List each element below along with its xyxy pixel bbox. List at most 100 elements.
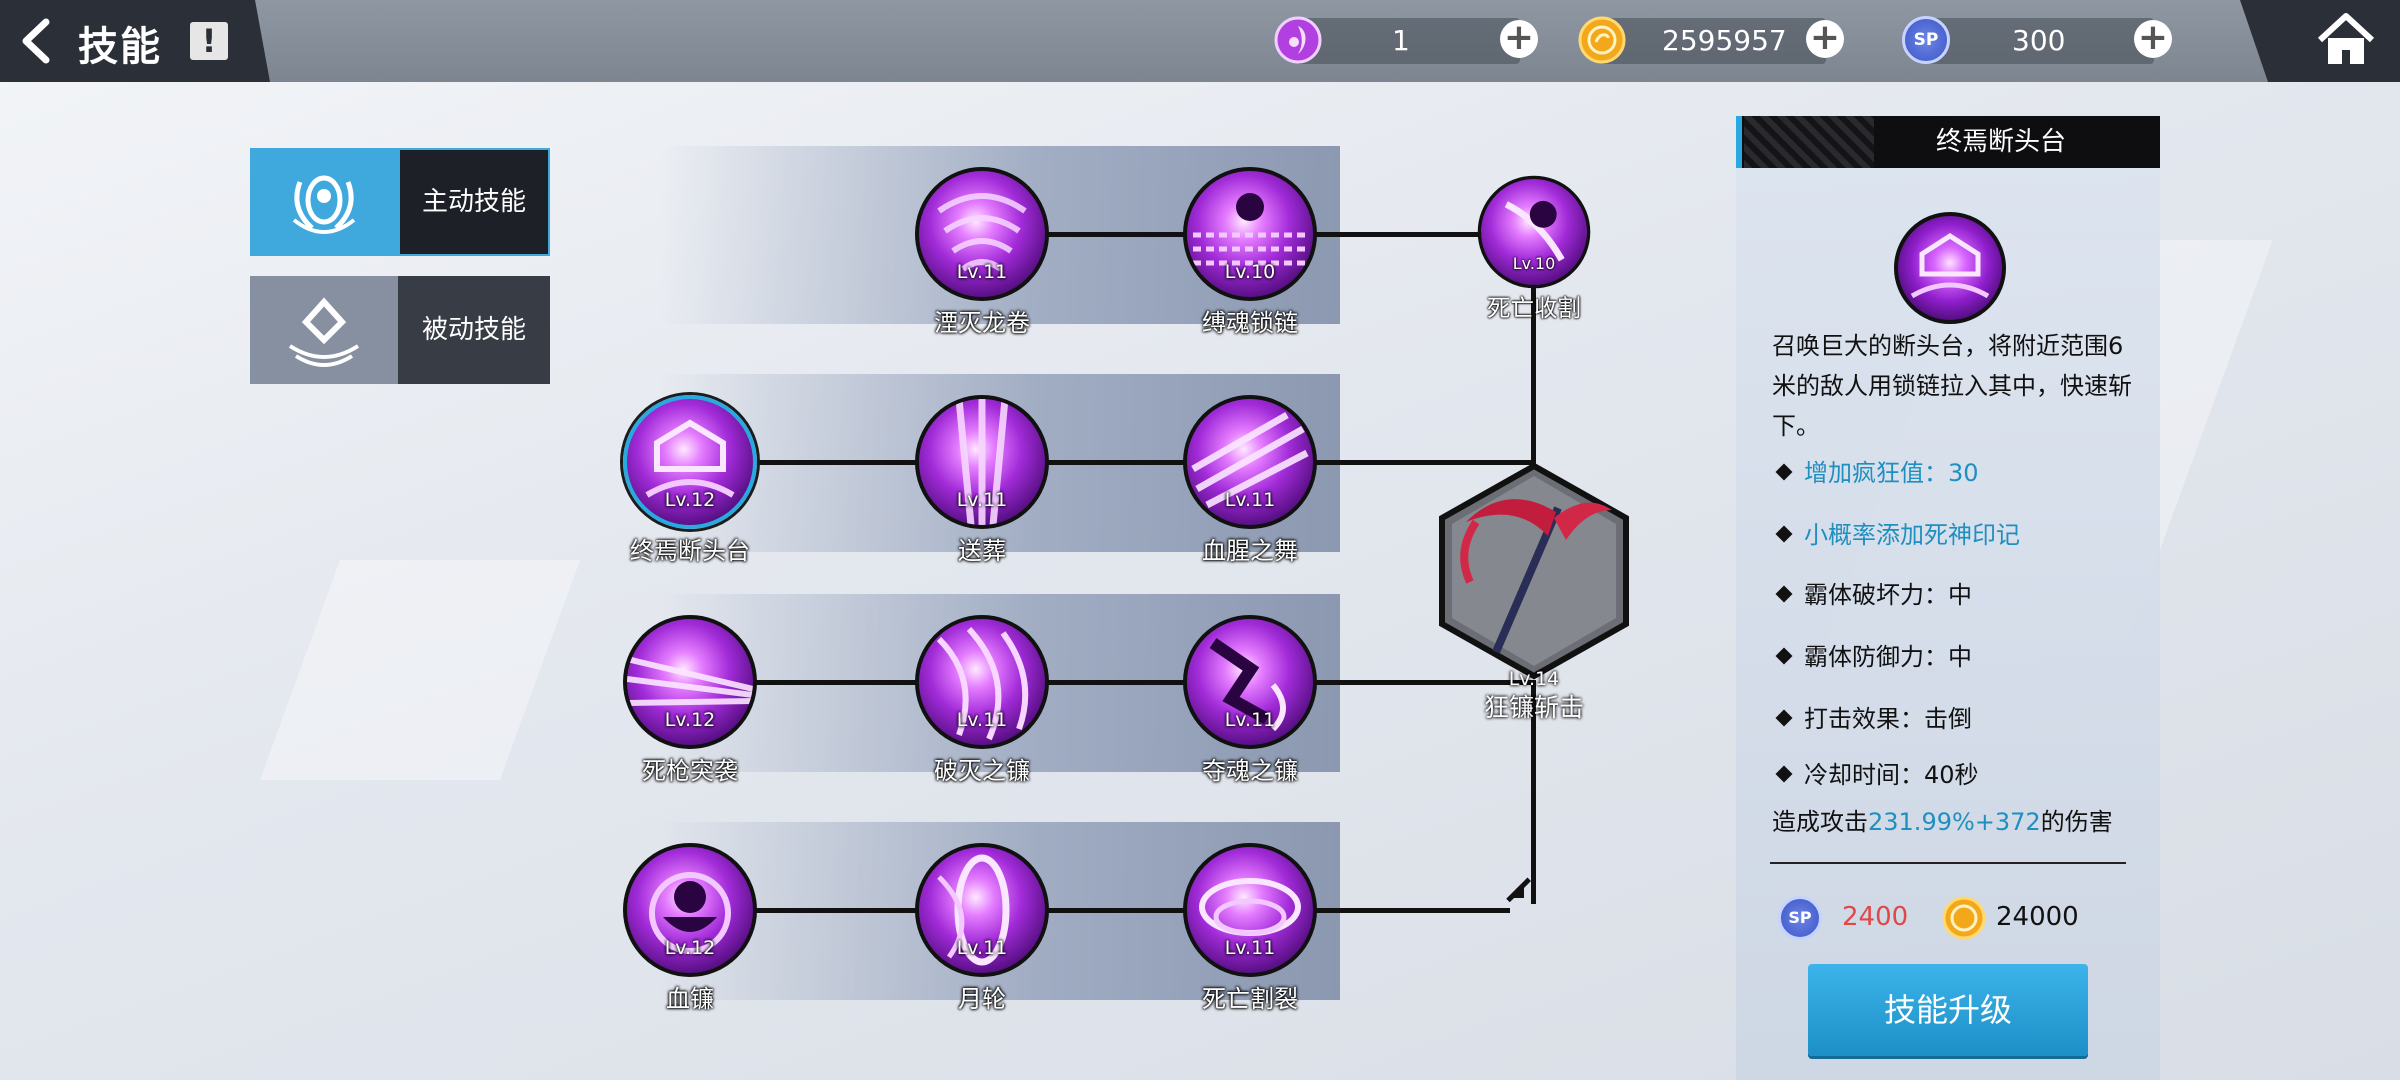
chain-skill-icon <box>1183 167 1317 301</box>
panel-accent <box>1736 116 1742 168</box>
skill-name: 血镰 <box>666 985 714 1013</box>
attribute-item: 霸体破坏力：中 <box>1772 564 2142 626</box>
skill-level: Lv.11 <box>1224 937 1276 959</box>
home-plate <box>2240 0 2400 82</box>
diamond-bullet-icon <box>1775 765 1793 783</box>
skill-node[interactable]: Lv.11 湮灭龙卷 <box>915 167 1049 337</box>
panel-header: 终焉断头台 <box>1736 116 2160 168</box>
skill-level: Lv.10 <box>1512 254 1556 274</box>
skill-level: Lv.10 <box>1224 261 1276 283</box>
diamond-bullet-icon <box>1775 647 1793 665</box>
damage-suffix: 的伤害 <box>2040 808 2113 836</box>
reaper-skill-icon <box>1477 175 1591 289</box>
sp-count: 300 <box>2012 24 2066 57</box>
skill-node[interactable]: Lv.11 死亡割裂 <box>1183 843 1317 1013</box>
attribute-text: 打击效果：击倒 <box>1804 705 1972 733</box>
blood-scythe-skill-icon <box>623 843 757 977</box>
home-icon[interactable] <box>2316 10 2376 70</box>
crystal-count: 1 <box>1392 24 1410 57</box>
tab-active-icon-bg <box>250 148 398 256</box>
connector-line <box>690 680 1536 685</box>
skill-node[interactable]: Lv.11 血腥之舞 <box>1183 395 1317 565</box>
death-rift-skill-icon <box>1183 843 1317 977</box>
upgrade-skill-button[interactable]: 技能升级 <box>1808 964 2088 1056</box>
crystal-icon <box>1274 16 1322 64</box>
info-icon[interactable]: ! <box>190 22 228 60</box>
blood-dance-skill-icon <box>1183 395 1317 529</box>
skill-name: 血腥之舞 <box>1202 537 1298 565</box>
diamond-bullet-icon <box>1775 525 1793 543</box>
diamond-bullet-icon <box>1775 585 1793 603</box>
skill-description: 召唤巨大的断头台，将附近范围6米的敌人用锁链拉入其中，快速斩下。 <box>1772 332 2132 440</box>
attribute-text: 增加疯狂值：30 <box>1804 459 1979 487</box>
tab-active-skills[interactable]: 主动技能 <box>250 148 550 256</box>
skill-level: Lv.12 <box>664 937 716 959</box>
skill-node-selected[interactable]: Lv.12 终焉断头台 <box>623 395 757 565</box>
skill-node[interactable]: Lv.10 缚魂锁链 <box>1183 167 1317 337</box>
tab-passive-label: 被动技能 <box>398 276 550 384</box>
tab-passive-icon-bg <box>250 276 398 384</box>
skill-name: 终焉断头台 <box>630 537 750 565</box>
skill-node[interactable]: Lv.10 死亡收割 <box>1477 175 1591 322</box>
attribute-list-scroll[interactable]: 霸体破坏力：中 霸体防御力：中 打击效果：击倒 冷却时间：40秒 <box>1772 564 2142 800</box>
skill-name: 死枪突袭 <box>642 757 738 785</box>
skill-name: 狂镰斩击 <box>1483 693 1584 722</box>
connector-line <box>690 460 1536 465</box>
gold-cost: 24000 <box>1996 902 2079 932</box>
attribute-item: 霸体防御力：中 <box>1772 626 2142 688</box>
back-arrow-icon[interactable] <box>16 18 60 64</box>
attribute-item: 小概率添加死神印记 <box>1772 504 2142 564</box>
attribute-text: 冷却时间：40秒 <box>1804 761 1979 788</box>
ultimate-skill-node[interactable]: Lv.14 狂镰斩击 <box>1436 462 1632 722</box>
panel-pattern <box>1744 116 1874 168</box>
scythe-icon <box>1439 462 1629 680</box>
skill-name: 缚魂锁链 <box>1202 309 1298 337</box>
diamond-bullet-icon <box>1775 463 1793 481</box>
attribute-text: 小概率添加死神印记 <box>1804 521 2020 549</box>
skill-node[interactable]: Lv.11 破灭之镰 <box>915 615 1049 785</box>
skill-level: Lv.11 <box>956 489 1008 511</box>
skill-name: 送葬 <box>958 537 1006 565</box>
attribute-list-highlight: 增加疯狂值：30 小概率添加死神印记 <box>1772 442 2142 564</box>
skill-detail-panel: 终焉断头台 召唤巨大的断头台，将附近范围6米的敌人用锁链拉入其中，快速斩下。 增… <box>1736 116 2160 1080</box>
sp-add-button[interactable]: + <box>2134 20 2172 58</box>
gold-resource: 2595957 + <box>1578 16 1844 64</box>
gold-count: 2595957 <box>1662 24 1787 57</box>
skill-node[interactable]: Lv.11 送葬 <box>915 395 1049 565</box>
top-bar: 技能 ! 1 + 2595957 + SP 300 + <box>0 0 2400 82</box>
attribute-text: 霸体破坏力：中 <box>1804 581 1972 609</box>
tab-passive-skills[interactable]: 被动技能 <box>250 276 550 384</box>
connector-line <box>690 908 1510 913</box>
crystal-resource: 1 + <box>1274 16 1538 64</box>
skill-level: Lv.11 <box>956 709 1008 731</box>
skill-node[interactable]: Lv.11 月轮 <box>915 843 1049 1013</box>
attribute-item: 增加疯狂值：30 <box>1772 442 2142 504</box>
sp-resource: SP 300 + <box>1902 16 2172 64</box>
gold-coin-icon <box>1942 896 1986 940</box>
page-title: 技能 <box>78 24 162 70</box>
attribute-item: 打击效果：击倒 <box>1772 688 2142 750</box>
crest-icon <box>292 175 356 234</box>
skill-level: Lv.12 <box>664 489 716 511</box>
soul-scythe-skill-icon <box>1183 615 1317 749</box>
skill-node[interactable]: Lv.12 死枪突袭 <box>623 615 757 785</box>
diamond-bullet-icon <box>1775 709 1793 727</box>
funeral-skill-icon <box>915 395 1049 529</box>
skill-level: Lv.11 <box>956 937 1008 959</box>
spear-skill-icon <box>623 615 757 749</box>
divider <box>1770 862 2126 864</box>
damage-prefix: 造成攻击 <box>1772 808 1868 836</box>
skill-level: Lv.11 <box>956 261 1008 283</box>
guillotine-skill-icon <box>623 395 757 529</box>
crystal-add-button[interactable]: + <box>1500 20 1538 58</box>
skill-name: 死亡割裂 <box>1202 985 1298 1013</box>
panel-title: 终焉断头台 <box>1935 127 2066 157</box>
skill-node[interactable]: Lv.12 血镰 <box>623 843 757 1013</box>
skill-node[interactable]: Lv.11 夺魂之镰 <box>1183 615 1317 785</box>
skill-level: Lv.12 <box>664 709 716 731</box>
skill-name: 死亡收割 <box>1486 294 1582 322</box>
skill-name: 月轮 <box>958 985 1006 1013</box>
sp-icon: SP <box>1902 16 1950 64</box>
gold-add-button[interactable]: + <box>1806 20 1844 58</box>
connector-line <box>1531 234 1536 464</box>
